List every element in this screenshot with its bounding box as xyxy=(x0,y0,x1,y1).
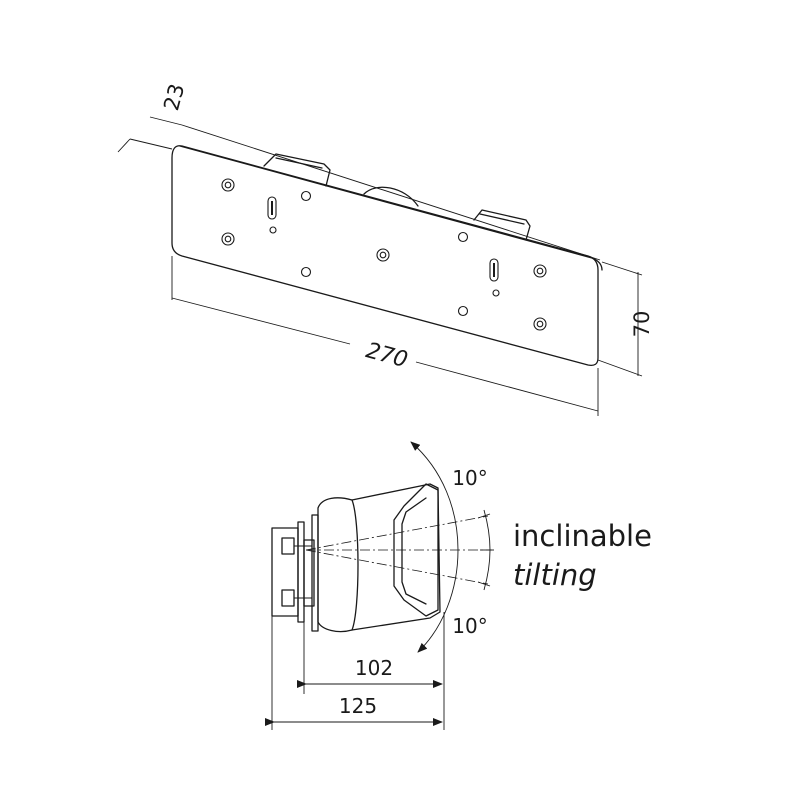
axis-up-line xyxy=(305,515,489,551)
dim-23-ext-front xyxy=(117,138,131,153)
lens-inner xyxy=(401,497,427,605)
dimension-23-label: 23 xyxy=(159,81,189,113)
side-bracket xyxy=(297,521,305,623)
dim-23-leader-back xyxy=(149,116,183,126)
mount-hole-inner xyxy=(224,181,232,189)
tilt-arc-up xyxy=(410,441,459,551)
slot-inner xyxy=(493,263,495,277)
rear-bracket-right xyxy=(473,209,531,241)
plate-front-face xyxy=(171,145,599,366)
swivel-flange xyxy=(303,539,315,607)
dimension-70-label: 70 xyxy=(630,311,654,338)
dim-23-ext-back xyxy=(181,124,601,261)
small-hole xyxy=(457,231,469,243)
mount-hole-inner xyxy=(224,235,232,243)
mount-hole-inner xyxy=(536,320,544,328)
mounting-plate-view: 23 270 70 xyxy=(117,81,654,416)
dimension-125-label: 125 xyxy=(339,694,377,718)
tick-up xyxy=(477,513,491,519)
housing-rear-ring xyxy=(351,499,359,631)
note-tilting: tilting xyxy=(513,558,597,592)
bolt-head xyxy=(281,589,295,607)
mount-hole-inner xyxy=(536,267,544,275)
plate-back-edge xyxy=(179,145,603,271)
angle-top-label: 10° xyxy=(452,466,487,490)
side-view: 10° 10° inclinable tilting 102 125 xyxy=(265,441,652,730)
housing-back-plate xyxy=(311,514,319,632)
housing-body xyxy=(317,483,441,633)
small-hole xyxy=(300,190,312,202)
rear-hub xyxy=(363,186,419,207)
dimension-102-label: 102 xyxy=(355,656,393,680)
mount-hole-inner xyxy=(379,251,387,259)
rear-bracket-left xyxy=(263,153,331,187)
dim-70-ext-top xyxy=(601,261,643,276)
rear-bracket-right-inner xyxy=(479,213,525,225)
angle-bottom-label: 10° xyxy=(452,614,487,638)
tiny-hole xyxy=(492,289,500,297)
small-hole xyxy=(457,305,469,317)
note-inclinable: inclinable xyxy=(513,519,652,553)
small-hole xyxy=(300,266,312,278)
axis-down-line xyxy=(305,549,489,585)
lens-outer xyxy=(393,483,439,617)
slot-inner xyxy=(271,201,273,215)
tiny-hole xyxy=(269,226,277,234)
bolt-head xyxy=(281,537,295,555)
dimension-270-label: 270 xyxy=(363,338,410,373)
tilt-arc-down xyxy=(417,549,459,653)
dim-70-ext-bottom xyxy=(597,359,643,377)
tick-down xyxy=(477,581,491,587)
dim-23-leader-front xyxy=(129,138,173,150)
dim-270-line-right xyxy=(415,361,599,412)
dim-270-line-left xyxy=(171,297,351,345)
